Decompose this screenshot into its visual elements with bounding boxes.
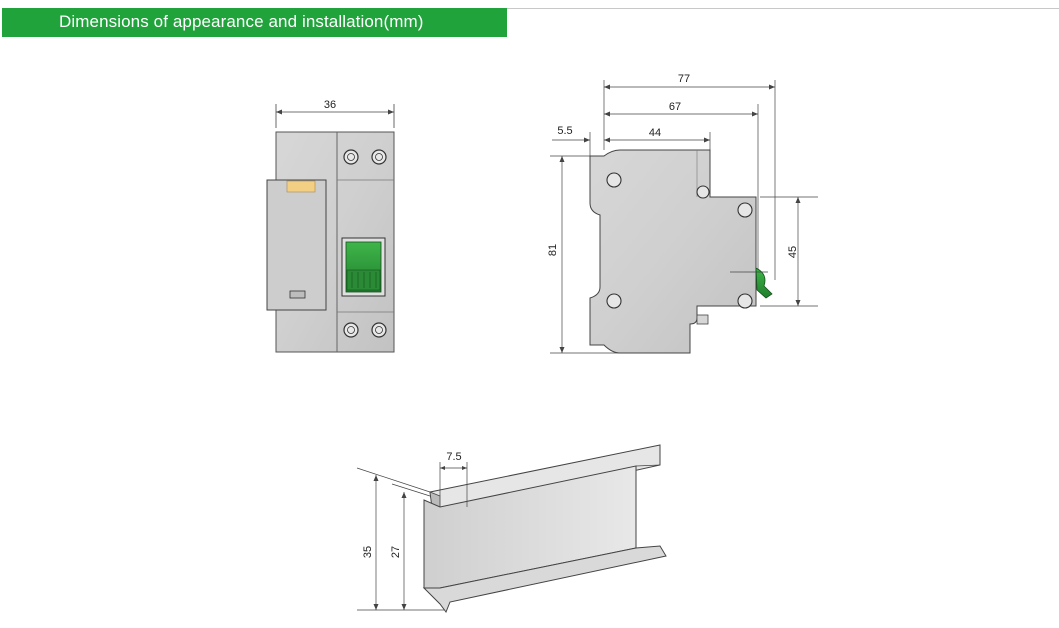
header-divider xyxy=(507,8,1059,9)
rcd-cover xyxy=(266,179,327,311)
flange-width-dimension: 7.5 xyxy=(439,451,468,507)
rail-inner-height-dimension: 27 xyxy=(390,483,431,610)
height-dimension: 81 xyxy=(547,155,620,354)
side-handle xyxy=(755,267,773,299)
side-view: 77 67 44 5.5 81 xyxy=(547,73,818,354)
overall-depth-label: 77 xyxy=(678,73,690,85)
terminal-screw-icons-top xyxy=(343,149,387,165)
clip-offset-dimension: 5.5 xyxy=(552,125,591,156)
indicator-slot xyxy=(289,290,306,299)
clip-offset-label: 5.5 xyxy=(557,125,572,137)
flange-width-label: 7.5 xyxy=(446,451,461,463)
front-width-dimension: 36 xyxy=(275,99,395,128)
section-header-bar: Dimensions of appearance and installatio… xyxy=(2,8,507,37)
rail-total-height-dimension: 35 xyxy=(356,467,444,611)
handle-height-dimension: 45 xyxy=(730,196,818,307)
handle-height-label: 45 xyxy=(787,246,799,258)
step-depth-dimension: 44 xyxy=(604,127,711,150)
rail-inner-height-label: 27 xyxy=(390,546,402,558)
step-depth-label: 44 xyxy=(649,127,661,139)
height-label: 81 xyxy=(547,244,559,256)
overall-depth-dimension: 77 xyxy=(603,73,776,280)
terminal-screw-icons-bottom xyxy=(343,322,387,338)
front-width-label: 36 xyxy=(324,99,336,111)
din-rail-view: 7.5 35 27 xyxy=(356,444,667,614)
body-depth-label: 67 xyxy=(669,101,681,113)
rail-total-height-label: 35 xyxy=(362,546,374,558)
toggle-handle xyxy=(341,237,386,297)
test-label-window xyxy=(286,180,316,193)
section-title: Dimensions of appearance and installatio… xyxy=(59,12,424,31)
front-view: 36 xyxy=(266,99,395,353)
body-depth-dimension: 67 xyxy=(604,101,759,270)
